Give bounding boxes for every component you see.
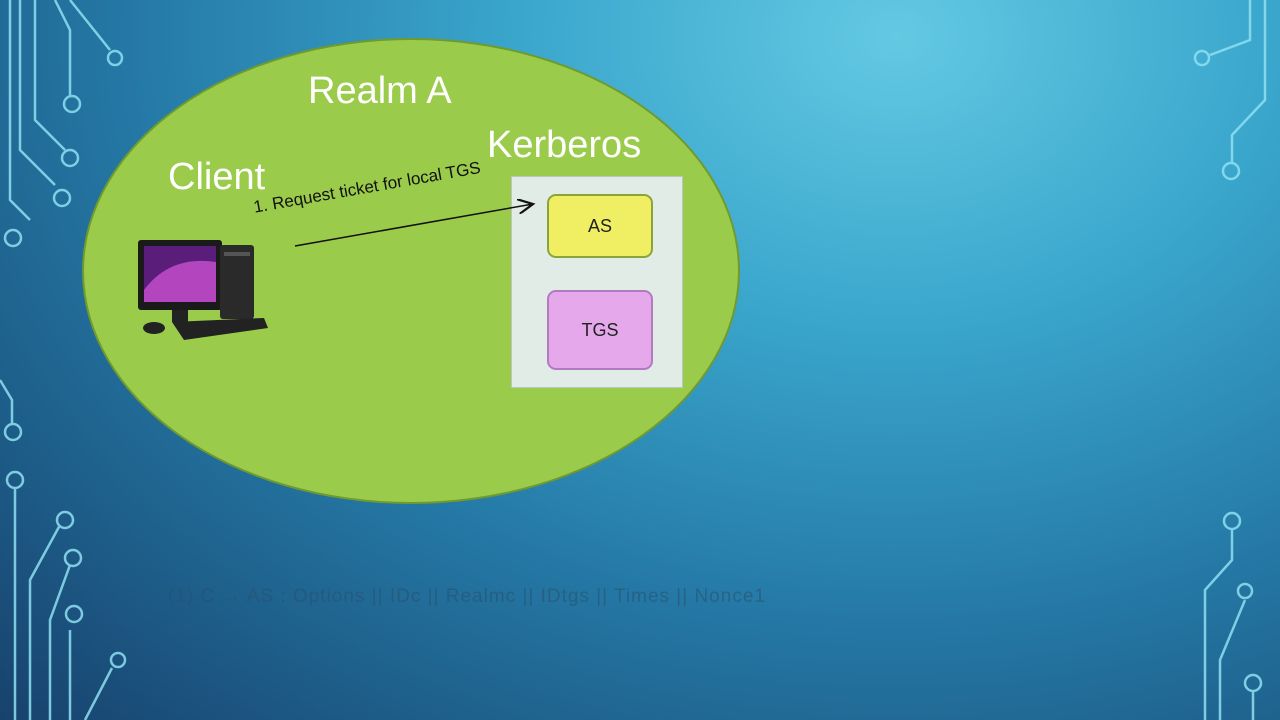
realm-title: Realm A <box>308 70 452 112</box>
client-label: Client <box>168 156 266 198</box>
as-server: AS <box>547 194 653 258</box>
message-formula-faint: (1) C → AS : Options || IDc || Realmc ||… <box>168 586 766 607</box>
tgs-server: TGS <box>547 290 653 370</box>
kerberos-label: Kerberos <box>487 124 642 166</box>
